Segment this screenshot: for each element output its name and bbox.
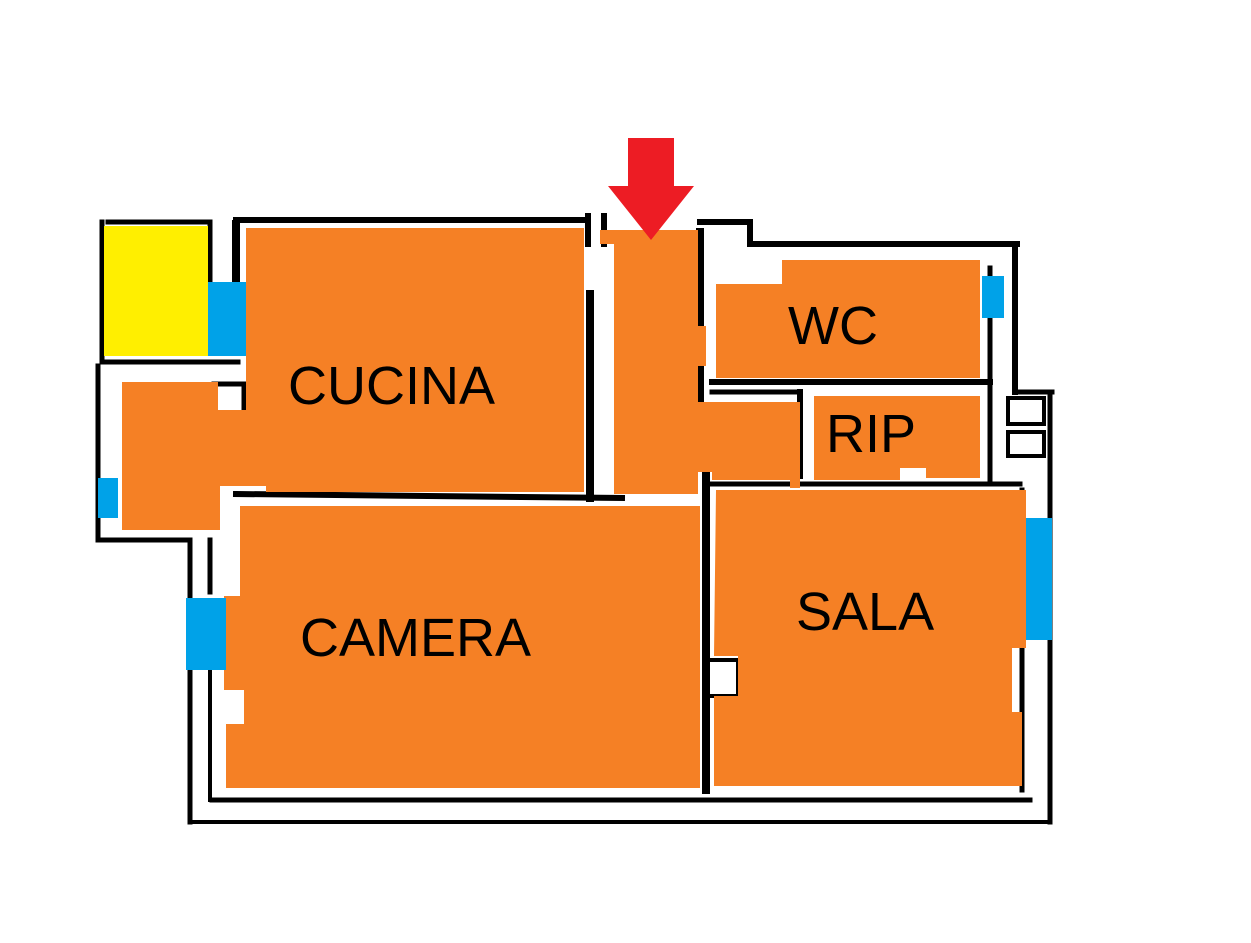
room-label-wc: WC: [788, 296, 878, 356]
room-wc: [716, 260, 980, 378]
room-label-cucina: CUCINA: [288, 356, 495, 416]
window-sala: [1026, 518, 1052, 640]
room-label-rip: RIP: [826, 404, 916, 464]
window-cucina: [208, 282, 246, 356]
room-label-camera: CAMERA: [300, 608, 531, 668]
room-corridoio: [600, 230, 800, 494]
room-rip: [814, 396, 980, 480]
windows: [98, 276, 1052, 670]
room-label-sala: SALA: [796, 582, 934, 642]
window-wc: [982, 276, 1004, 318]
room-sala: [714, 490, 1026, 786]
window-cucina-lower: [98, 478, 118, 518]
down-arrow-icon: [608, 138, 694, 240]
window-camera: [186, 598, 226, 670]
room-cucina: [122, 228, 584, 530]
room-fills: [122, 228, 1026, 788]
balcony: [104, 226, 208, 356]
room-camera: [224, 506, 700, 788]
